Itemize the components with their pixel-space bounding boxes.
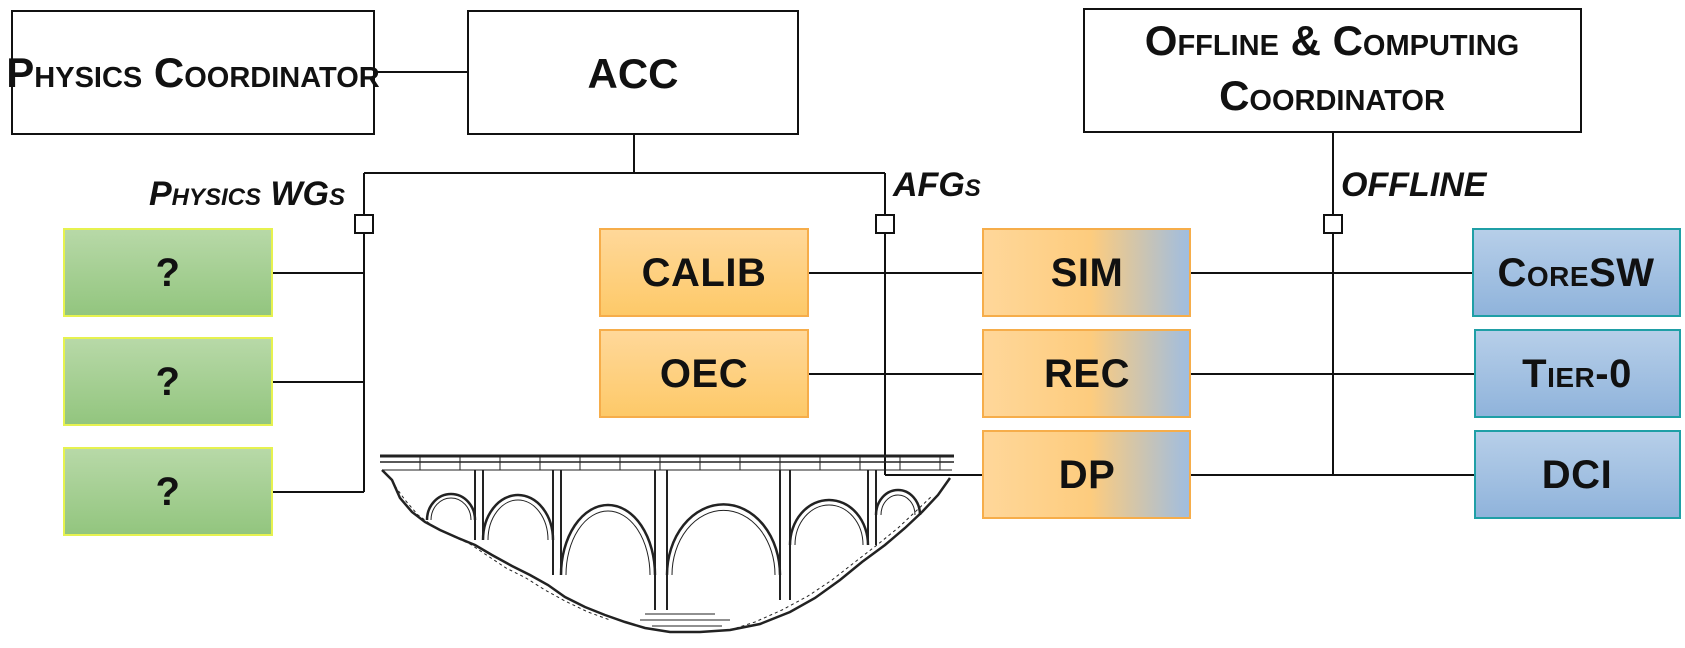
physics-wg-label-2: ? xyxy=(156,360,181,404)
tier0-box: Tier-0 xyxy=(1474,329,1681,418)
physics-wg-box-1: ? xyxy=(63,228,273,317)
coresw-box: CoreSW xyxy=(1472,228,1681,317)
physics-wg-label-1: ? xyxy=(156,251,181,295)
rec-label: REC xyxy=(1044,352,1130,396)
offline-tag: OFFLINE xyxy=(1341,166,1488,204)
oec-label: OEC xyxy=(660,352,748,396)
physics-wg-label-3: ? xyxy=(156,470,181,514)
calib-box: CALIB xyxy=(599,228,809,317)
acc-box: ACC xyxy=(467,10,799,135)
dci-label: DCI xyxy=(1542,453,1612,497)
afgs-tag: AFGs xyxy=(892,166,981,204)
physics-wgs-tag: Physics WGs xyxy=(149,175,345,213)
rec-box: REC xyxy=(982,329,1191,418)
dp-box: DP xyxy=(982,430,1191,519)
acc-label: ACC xyxy=(588,50,679,97)
calib-label: CALIB xyxy=(642,251,767,295)
physics-wg-box-2: ? xyxy=(63,337,273,426)
physics-wg-box-3: ? xyxy=(63,447,273,536)
physics-coordinator-label: Physics Coordinator xyxy=(6,49,380,96)
coresw-label: CoreSW xyxy=(1498,251,1655,295)
dp-label: DP xyxy=(1059,453,1116,497)
physics-coordinator-box: Physics Coordinator xyxy=(6,10,380,135)
afgs-junction xyxy=(875,214,895,234)
oec-box: OEC xyxy=(599,329,809,418)
offline-coordinator-label-line2: Coordinator xyxy=(1219,72,1445,119)
sim-label: SIM xyxy=(1051,251,1124,295)
sim-box: SIM xyxy=(982,228,1191,317)
physics-wgs-junction xyxy=(354,214,374,234)
offline-coordinator-label-line1: Offline & Computing xyxy=(1145,17,1519,64)
connector-lines xyxy=(272,71,1475,493)
offline-computing-coordinator-box: Offline & Computing Coordinator xyxy=(1083,8,1582,133)
dci-box: DCI xyxy=(1474,430,1681,519)
bridge-illustration xyxy=(380,454,954,634)
offline-junction xyxy=(1323,214,1343,234)
tier0-label: Tier-0 xyxy=(1522,352,1632,396)
